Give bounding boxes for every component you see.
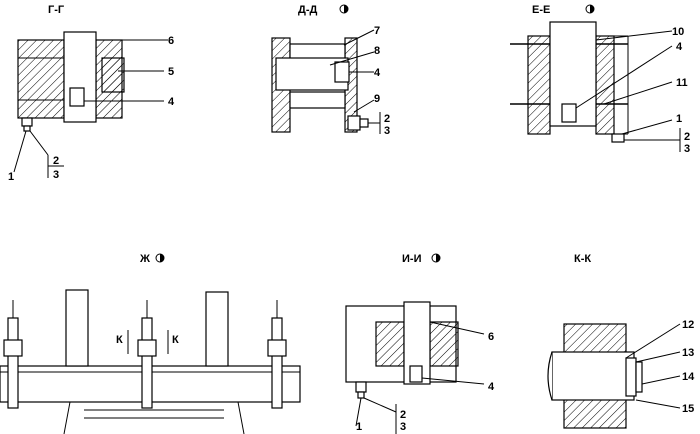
- ii-ref-bottom: 3: [400, 421, 406, 433]
- dd-ref-bottom: 3: [384, 125, 390, 137]
- ee-callout-1: 1: [676, 113, 682, 125]
- dd-callout-7: 7: [374, 25, 380, 37]
- gg-pin: [63, 31, 97, 123]
- gg-callout-6: 6: [168, 35, 174, 47]
- view-zh: Ж К К: [0, 253, 301, 434]
- gg-callout-5: 5: [168, 66, 174, 78]
- ii-callout-6: 6: [488, 331, 494, 343]
- kk-callout-13: 13: [682, 347, 694, 359]
- ee-ref-top: 2: [684, 131, 690, 143]
- dd-callout-9: 9: [374, 93, 380, 105]
- view-gg-title: Г-Г: [48, 4, 65, 16]
- gg-callout-1: 1: [8, 171, 14, 183]
- ee-ref-bottom: 3: [684, 143, 690, 155]
- kk-callout-15: 15: [682, 403, 694, 415]
- dd-ref-top: 2: [384, 113, 390, 125]
- dd-callout-8: 8: [374, 45, 380, 57]
- view-kk: К-К 12 13 14 15: [547, 253, 695, 429]
- ii-ref-top: 2: [400, 409, 406, 421]
- ee-callout-4: 4: [676, 41, 683, 53]
- gg-ref-bottom: 3: [53, 169, 59, 181]
- zh-section-left: К: [116, 334, 123, 346]
- ee-callout-10: 10: [672, 26, 684, 38]
- gg-ref-top: 2: [53, 155, 59, 167]
- view-dd: Д-Д 7 8 4 9 2 3: [271, 4, 390, 137]
- view-zh-title: Ж: [139, 253, 150, 265]
- zh-section-right: К: [172, 334, 179, 346]
- view-ii: И-И 6 4 1 2 3: [345, 253, 495, 434]
- view-ee-title: Е-Е: [532, 4, 550, 16]
- view-ee: Е-Е 10 4 11 1 2 3: [510, 4, 690, 155]
- view-kk-title: К-К: [574, 253, 591, 265]
- kk-callout-14: 14: [682, 371, 695, 383]
- gg-callout-4: 4: [168, 96, 175, 108]
- kk-callout-12: 12: [682, 319, 694, 331]
- ii-callout-4: 4: [488, 381, 495, 393]
- view-ii-title: И-И: [402, 253, 422, 265]
- view-gg: Г-Г 6 5 4 1 2 3: [8, 4, 175, 183]
- kk-shaft: [551, 351, 635, 401]
- dd-callout-4: 4: [374, 67, 381, 79]
- ee-callout-11: 11: [676, 77, 688, 89]
- view-dd-title: Д-Д: [298, 4, 317, 16]
- ii-callout-1: 1: [356, 421, 362, 433]
